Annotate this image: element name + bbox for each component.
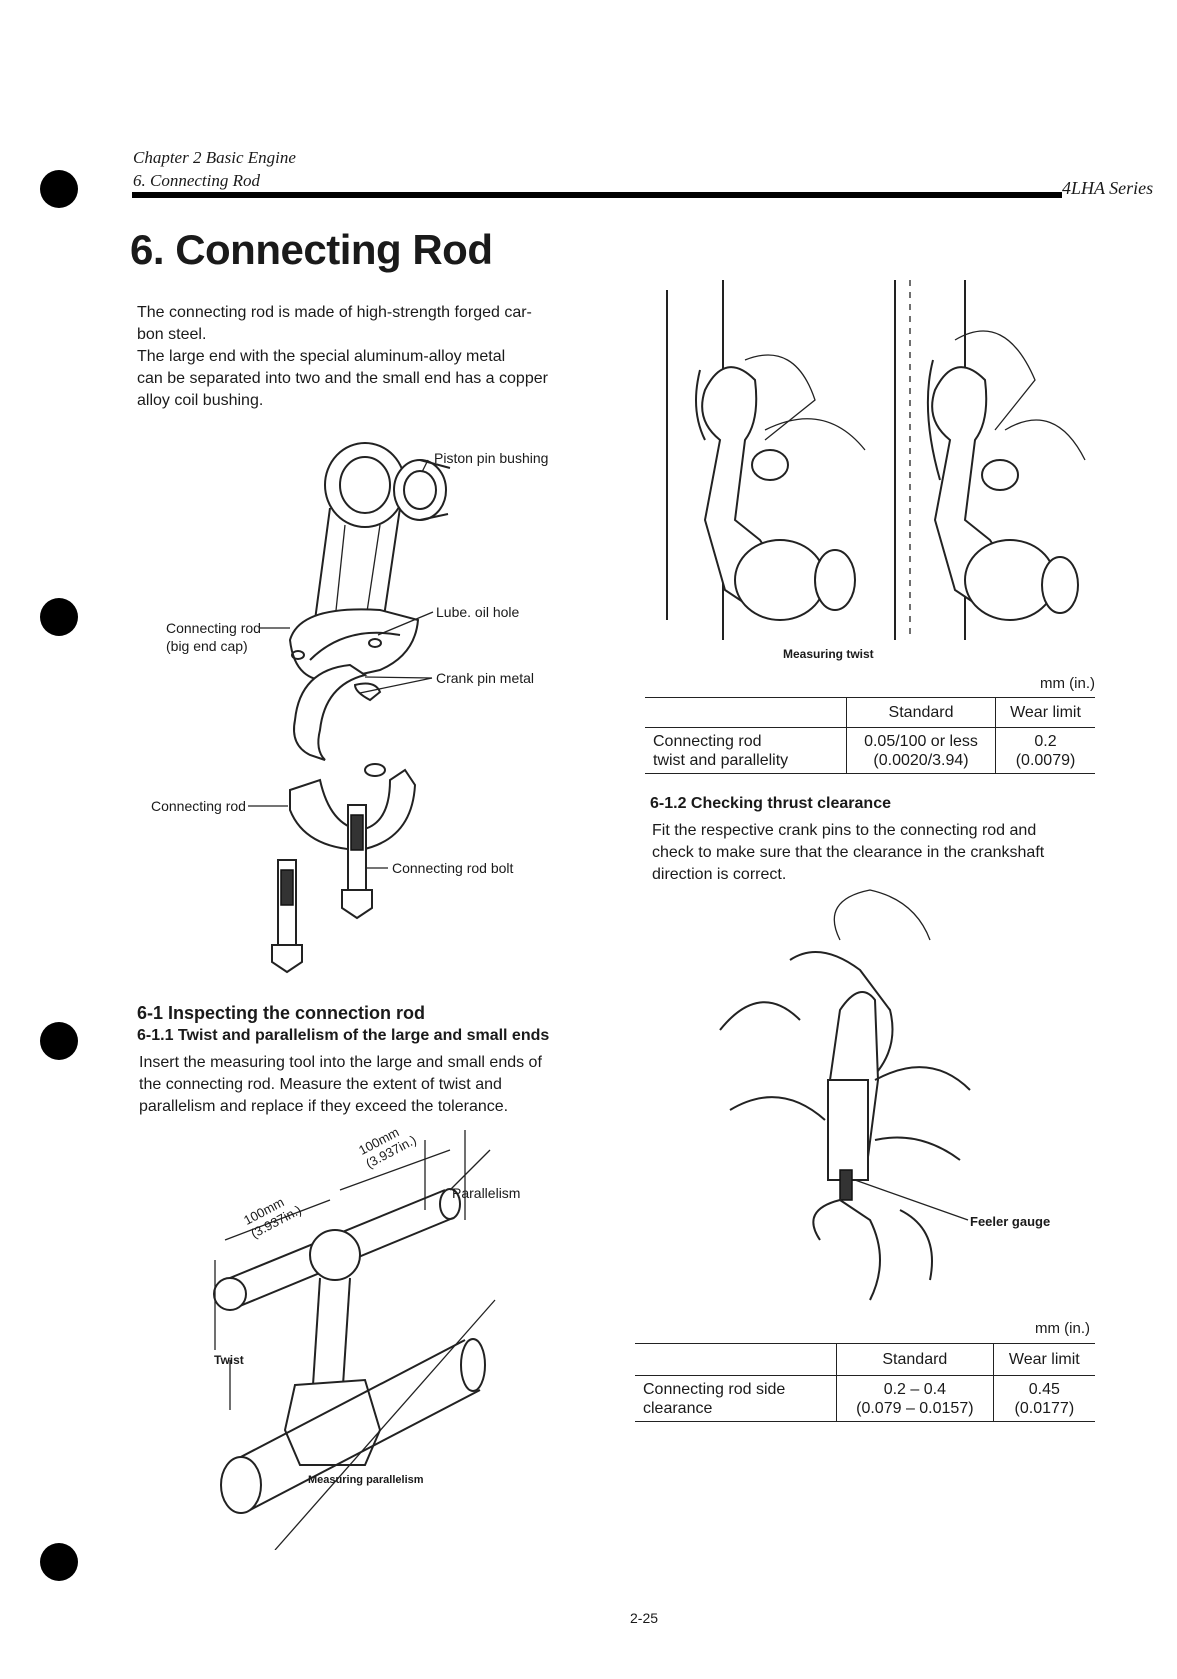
label-crank-pin-metal: Crank pin metal [436, 670, 535, 686]
text-line: check to make sure that the clearance in… [652, 844, 1045, 861]
label-connecting-rod-bolt: Connecting rod bolt [392, 860, 514, 876]
side-header-standard: Standard [836, 1343, 994, 1376]
twist-header-wear-limit: Wear limit [1010, 703, 1081, 721]
section-6-1-1-heading: 6-1.1 Twist and parallelism of the large… [137, 1027, 550, 1044]
punch-hole-4 [40, 1543, 78, 1581]
intro-text: The connecting rod is made of high-stren… [137, 302, 627, 412]
side-row-std-2: (0.079 – 0.0157) [856, 1399, 974, 1417]
header-rule [132, 192, 1062, 198]
caption-measuring-parallelism: Measuring parallelism [308, 1474, 424, 1486]
label-twist: Twist [214, 1353, 244, 1367]
side-row-lim-2: (0.0177) [1014, 1399, 1075, 1417]
side-row-item: Connecting rod side clearance [635, 1375, 837, 1422]
label-connecting-rod-cap: Connecting rod [166, 620, 261, 636]
side-row-lim-1: 0.45 [1028, 1380, 1060, 1398]
text-line: Insert the measuring tool into the large… [139, 1054, 542, 1071]
twist-header-item [645, 697, 847, 728]
intro-line: alloy coil bushing. [137, 392, 264, 409]
twist-row-item-2: twist and parallelity [653, 751, 789, 769]
side-table-unit: mm (in.) [1035, 1320, 1090, 1337]
text-line: direction is correct. [652, 866, 787, 883]
twist-row-lim-2: (0.0079) [1015, 751, 1076, 769]
chapter-label: Chapter 2 Basic Engine [133, 148, 296, 167]
side-row-item-1: Connecting rod side [643, 1380, 786, 1398]
twist-header-standard: Standard [846, 697, 997, 728]
section-6-1-heading: 6-1 Inspecting the connection rod [137, 1003, 426, 1023]
twist-row-item-1: Connecting rod [653, 732, 762, 750]
intro-line: can be separated into two and the small … [137, 370, 548, 387]
series-label: 4LHA Series [1062, 178, 1154, 198]
twist-row-standard: 0.05/100 or less (0.0020/3.94) [846, 727, 997, 774]
parallelism-figure [213, 1130, 496, 1550]
twist-row-std-1: 0.05/100 or less [864, 732, 978, 750]
side-header-item [635, 1343, 837, 1376]
section-6-1-2-heading: 6-1.2 Checking thrust clearance [650, 795, 891, 812]
intro-line: The connecting rod is made of high-stren… [137, 304, 532, 321]
intro-line: bon steel. [137, 326, 207, 343]
label-piston-pin-bushing: Piston pin bushing [434, 450, 549, 466]
twist-row-lim-1: 0.2 [1034, 732, 1057, 750]
page-title: 6. Connecting Rod [130, 226, 493, 273]
text-line: parallelism and replace if they exceed t… [139, 1098, 509, 1115]
label-connecting-rod: Connecting rod [151, 798, 246, 814]
text-line: Fit the respective crank pins to the con… [652, 822, 1037, 839]
side-row-limit: 0.45 (0.0177) [993, 1376, 1095, 1422]
twist-row-item: Connecting rod twist and parallelity [645, 727, 847, 774]
exploded-rod-figure [248, 442, 451, 974]
feeler-gauge-figure [719, 889, 971, 1301]
twist-figure [666, 280, 1086, 640]
label-feeler-gauge: Feeler gauge [970, 1214, 1051, 1229]
punch-hole-2 [40, 598, 78, 636]
section-6-1-text: Insert the measuring tool into the large… [139, 1052, 619, 1118]
page-number: 2-25 [630, 1610, 659, 1626]
label-parallelism: Parallelism [452, 1185, 521, 1201]
section-6-1-2-text: Fit the respective crank pins to the con… [652, 820, 1102, 886]
side-row-standard: 0.2 – 0.4 (0.079 – 0.0157) [836, 1375, 994, 1422]
side-row-std-1: 0.2 – 0.4 [883, 1380, 946, 1398]
twist-row-std-2: (0.0020/3.94) [873, 751, 969, 769]
caption-measuring-twist: Measuring twist [783, 647, 874, 661]
punch-hole-3 [40, 1022, 78, 1060]
twist-row-limit: 0.2 (0.0079) [996, 728, 1095, 774]
twist-table-unit: mm (in.) [1040, 675, 1095, 692]
twist-spec-table: Standard Wear limit Connecting rod twist… [645, 697, 1095, 774]
intro-line: The large end with the special aluminum-… [137, 348, 506, 365]
side-clearance-table: Standard Wear limit Connecting rod side … [635, 1343, 1095, 1422]
side-row-item-2: clearance [643, 1399, 713, 1417]
text-line: the connecting rod. Measure the extent o… [139, 1076, 502, 1093]
side-header-wear-limit: Wear limit [1008, 1350, 1080, 1368]
label-big-end-cap: (big end cap) [166, 638, 248, 654]
label-lube-oil-hole: Lube. oil hole [436, 604, 520, 620]
punch-hole-1 [40, 170, 78, 208]
section-label: 6. Connecting Rod [133, 171, 261, 190]
